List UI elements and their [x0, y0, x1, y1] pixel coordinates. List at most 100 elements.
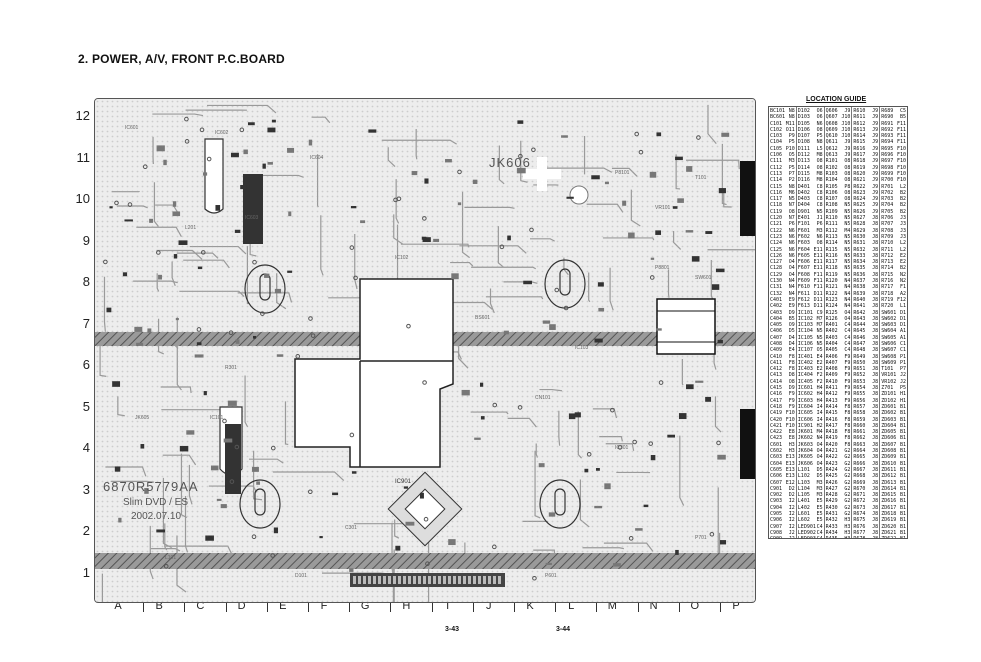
legend-location: J9: [844, 108, 851, 114]
legend-location: J8: [872, 397, 879, 404]
legend-location: B1: [899, 492, 906, 499]
column-label: M: [607, 600, 617, 612]
legend-location: C9: [816, 309, 823, 316]
legend-location: N5: [844, 215, 851, 222]
legend-location: J8: [872, 246, 879, 253]
legend-row: R428 G2: [826, 492, 851, 498]
legend-location: J2: [789, 536, 795, 538]
legend-location: E9: [788, 296, 795, 303]
legend-ref: Q608: [825, 120, 838, 127]
legend-ref: Q611: [825, 139, 838, 146]
legend-ref: R619: [853, 164, 866, 171]
legend-ref: C413: [770, 372, 783, 379]
legend-ref: R107: [825, 196, 838, 203]
legend-ref: R719: [881, 296, 894, 303]
legend-location: M3: [788, 158, 795, 165]
legend-location: G2: [844, 492, 851, 499]
legend-ref: R112: [825, 227, 838, 234]
column-label: E: [279, 600, 287, 612]
legend-location: G2: [844, 485, 851, 492]
legend-ref: R411: [825, 385, 838, 392]
legend-ref: ZD616: [881, 498, 897, 505]
legend-location: M3: [816, 227, 823, 234]
legend-location: J10: [841, 114, 851, 121]
legend-location: J8: [872, 473, 879, 480]
row-label: 8: [82, 274, 90, 289]
legend-ref: C116: [770, 189, 783, 196]
legend-location: F9: [844, 397, 851, 404]
column-divider: [514, 600, 515, 612]
column-divider: [143, 600, 145, 612]
legend-ref: C122: [770, 227, 783, 234]
legend-ref: R663: [853, 441, 866, 448]
column-label: I: [446, 600, 450, 612]
legend-ref: R428: [825, 492, 838, 499]
legend-ref: IC606: [797, 416, 813, 423]
legend-ref: F608: [797, 271, 810, 278]
legend-location: J10: [841, 133, 851, 140]
legend-ref: R118: [825, 265, 838, 272]
legend-ref: C420: [770, 416, 783, 423]
legend-location: J8: [872, 448, 879, 455]
legend-location: C4: [817, 536, 823, 538]
legend-ref: IC901: [797, 422, 813, 429]
legend-ref: C417: [770, 397, 783, 404]
legend-location: F10: [896, 152, 906, 159]
legend-location: O8: [844, 177, 851, 184]
legend-ref: C132: [770, 290, 783, 297]
legend-ref: R701: [881, 183, 894, 190]
legend-location: D5: [816, 466, 823, 473]
legend-location: M6: [788, 189, 795, 196]
legend-ref: R419: [825, 435, 838, 442]
component-label: IC601: [125, 125, 139, 131]
legend-ref: R105: [825, 183, 838, 190]
legend-ref: R717: [881, 284, 894, 291]
legend-ref: ZD611: [881, 466, 897, 473]
legend-location: O8: [844, 158, 851, 165]
legend-location: F9: [844, 359, 851, 366]
legend-title: LOCATION GUIDE: [806, 96, 867, 103]
legend-location: O4: [844, 315, 851, 322]
component-label: IC602: [215, 130, 229, 136]
legend-ref: F602: [797, 233, 810, 240]
legend-ref: R116: [825, 252, 838, 259]
legend-location: I2: [788, 511, 795, 517]
legend-ref: C419: [770, 410, 783, 417]
legend-ref: C121: [770, 221, 783, 228]
legend-ref: C402: [770, 303, 783, 310]
legend-location: J8: [872, 391, 879, 398]
legend-location: F8: [844, 422, 851, 429]
legend-location: B1: [899, 473, 906, 480]
